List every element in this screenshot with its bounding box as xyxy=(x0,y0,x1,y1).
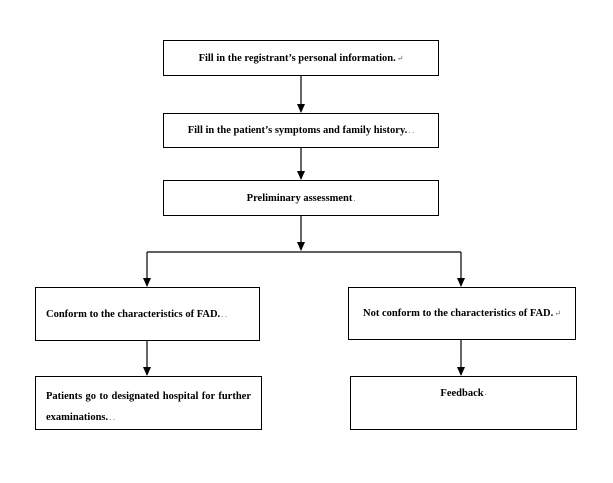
paragraph-mark: . . xyxy=(408,126,415,135)
node-label: Conform to the characteristics of FAD. xyxy=(46,308,221,320)
node-conform-fad: Conform to the characteristics of FAD.. … xyxy=(35,287,260,341)
node-label: Feedback xyxy=(440,388,484,399)
node-preliminary-assessment: Preliminary assessment. xyxy=(163,180,439,216)
paragraph-mark: ↵ xyxy=(396,53,404,63)
node-label: Patients go to designated hospital for f… xyxy=(46,391,251,423)
node-label: Preliminary assessment xyxy=(246,192,353,204)
paragraph-mark: . . xyxy=(109,413,116,422)
paragraph-mark: . xyxy=(353,193,356,203)
node-label: Fill in the registrant’s personal inform… xyxy=(198,52,396,64)
node-feedback: Feedback. xyxy=(350,376,577,430)
paragraph-mark: . xyxy=(484,388,487,397)
node-symptoms-history: Fill in the patient’s symptoms and famil… xyxy=(163,113,439,148)
node-registrant-info: Fill in the registrant’s personal inform… xyxy=(163,40,439,76)
node-label-wrap: Patients go to designated hospital for f… xyxy=(46,386,251,428)
paragraph-mark: ↵ xyxy=(554,309,561,318)
node-label: Fill in the patient’s symptoms and famil… xyxy=(187,125,408,136)
node-label: Not conform to the characteristics of FA… xyxy=(363,308,554,319)
node-designated-hospital: Patients go to designated hospital for f… xyxy=(35,376,262,430)
paragraph-mark: . . xyxy=(221,309,228,319)
node-not-conform-fad: Not conform to the characteristics of FA… xyxy=(348,287,576,340)
